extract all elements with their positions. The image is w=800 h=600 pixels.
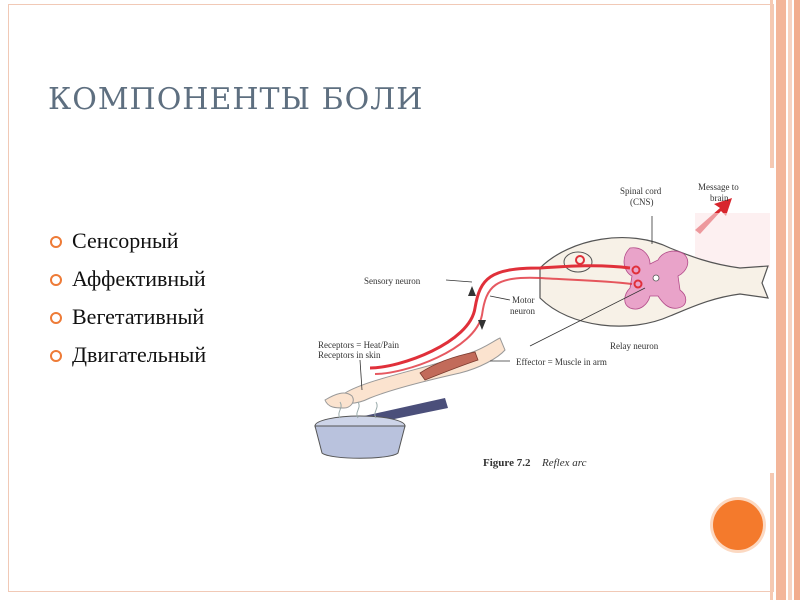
label-cns: (CNS) <box>630 197 654 207</box>
label-relay-neuron: Relay neuron <box>610 341 659 351</box>
label-receptors-skin: Receptors in skin <box>318 350 381 360</box>
bullet-item: Сенсорный <box>50 225 206 263</box>
pan-body <box>314 425 406 459</box>
relay-label-pointer <box>529 287 646 347</box>
label-effector: Effector = Muscle in arm <box>516 357 607 367</box>
bullet-label: Аффективный <box>72 266 206 291</box>
hand-shape <box>324 392 354 409</box>
label-message: Message to <box>698 182 739 192</box>
bullet-circle-icon <box>50 274 62 286</box>
receptor-label-pointer <box>359 359 363 391</box>
arm-muscle-shape <box>419 351 479 381</box>
central-canal <box>652 274 660 282</box>
brain-glow <box>695 213 770 268</box>
arrow-up-icon <box>468 286 476 296</box>
label-spinal-cord: Spinal cord <box>620 186 662 196</box>
motor-label-pointer <box>489 295 511 301</box>
figure-caption-title: Reflex arc <box>541 457 587 469</box>
bullet-item: Вегетативный <box>50 301 206 339</box>
bullet-label: Вегетативный <box>72 304 205 329</box>
ganglion-shape <box>563 251 593 273</box>
bullet-circle-icon <box>50 312 62 324</box>
label-brain: brain <box>710 193 729 203</box>
sensory-label-pointer <box>445 279 473 283</box>
relay-neuron-node <box>631 265 641 275</box>
slide-title: КОМПОНЕНТЫ БОЛИ <box>48 82 424 117</box>
arrow-down-icon <box>478 320 486 330</box>
label-motor: Motor <box>512 295 535 305</box>
sensory-cell-body <box>575 255 585 265</box>
motor-nerve-path <box>374 276 633 375</box>
bullet-circle-icon <box>50 236 62 248</box>
label-neuron: neuron <box>510 306 535 316</box>
label-receptors: Receptors = Heat/Pain <box>318 340 400 350</box>
motor-cell-body <box>633 279 643 289</box>
bullet-circle-icon <box>50 350 62 362</box>
figure-caption-number: Figure 7.2 <box>483 457 531 469</box>
bullet-item: Двигательный <box>50 339 206 377</box>
bullet-item: Аффективный <box>50 263 206 301</box>
bullet-label: Сенсорный <box>72 228 179 253</box>
reflex-arc-figure: Spinal cord (CNS) Message to brain Senso… <box>300 168 775 473</box>
reflex-arc-diagram: Spinal cord (CNS) Message to brain Senso… <box>314 182 770 469</box>
label-sensory-neuron: Sensory neuron <box>364 276 421 286</box>
accent-circle <box>713 500 763 550</box>
bullet-label: Двигательный <box>72 342 207 367</box>
steam-lines <box>338 401 378 419</box>
bullet-list: Сенсорный Аффективный Вегетативный Двига… <box>50 225 206 377</box>
sensory-nerve-path <box>369 264 631 370</box>
